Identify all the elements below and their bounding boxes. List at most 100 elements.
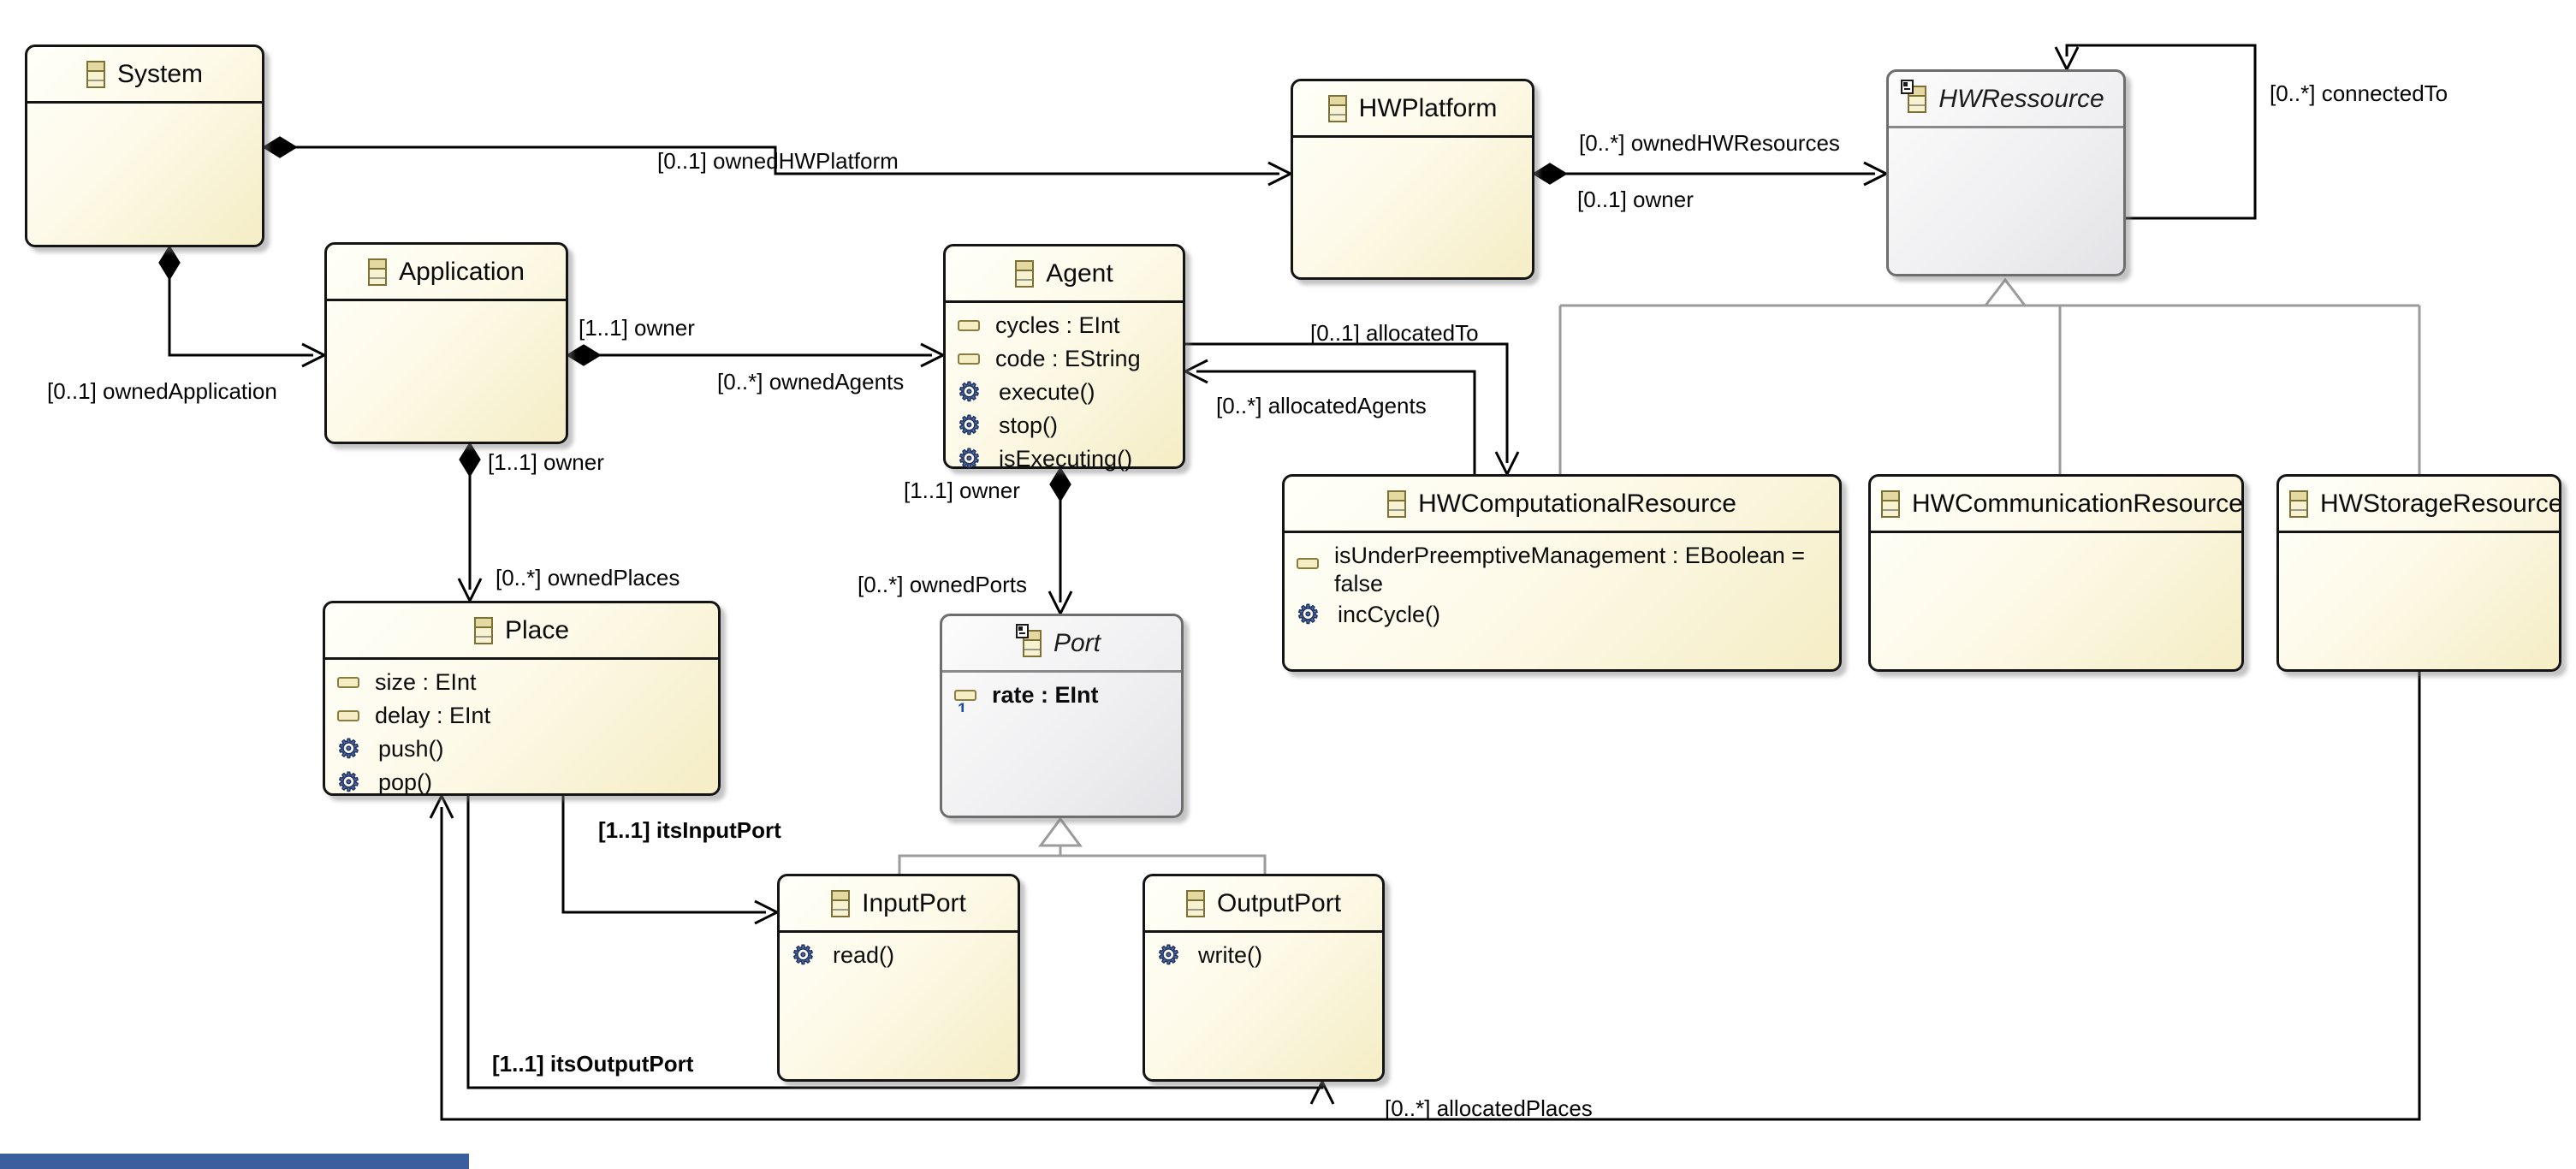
class-hwplatform[interactable]: HWPlatform	[1291, 79, 1534, 280]
edge-ownedAgents[interactable]	[566, 342, 947, 368]
attribute-row[interactable]: size : EInt	[325, 666, 718, 699]
edge-ownedPlaces[interactable]	[457, 442, 483, 604]
class-inputport[interactable]: InputPort ⚙read()	[777, 874, 1020, 1082]
operation-row[interactable]: ⚙isExecuting()	[957, 444, 1133, 473]
operation-row[interactable]: ⚙read()	[791, 941, 895, 970]
class-body: ⚙write()	[1145, 933, 1382, 972]
edge-allocatedPlaces[interactable]	[429, 672, 2421, 1121]
class-title-bar: HWPlatform	[1293, 81, 1532, 138]
edge-itsInputPort[interactable]	[561, 796, 781, 925]
edge-label-connectedTo[interactable]: [0..*] connectedTo	[2270, 80, 2448, 106]
class-hwressource[interactable]: HWRessource	[1886, 69, 2126, 276]
edge-label-allocatedAgents[interactable]: [0..*] allocatedAgents	[1216, 393, 1427, 418]
operation-gear-icon: ⚙	[336, 734, 360, 763]
class-body	[327, 301, 566, 307]
class-icon	[1015, 259, 1035, 288]
edge-label-ownedHWPlatform[interactable]: [0..1] ownedHWPlatform	[657, 148, 899, 174]
attribute-icon	[1297, 558, 1319, 569]
class-agent[interactable]: Agent cycles : EInt code : EString ⚙exec…	[943, 244, 1185, 472]
class-name: HWRessource	[1938, 84, 2104, 113]
edge-label-ownedPorts[interactable]: [0..*] ownedPorts	[858, 572, 1027, 597]
attribute-icon	[958, 353, 980, 365]
abstract-marker-icon	[1015, 623, 1029, 638]
class-body	[1293, 138, 1532, 144]
class-body	[1871, 533, 2241, 539]
class-name: Application	[399, 257, 525, 286]
edge-itsOutputPort[interactable]	[466, 796, 1335, 1105]
edge-ownedPorts[interactable]	[1048, 466, 1073, 617]
class-system[interactable]: System	[25, 45, 264, 247]
operation-gear-icon: ⚙	[336, 768, 360, 797]
edge-label-itsInputPort[interactable]: [1..1] itsInputPort	[598, 817, 781, 843]
operation-row[interactable]: ⚙incCycle()	[1296, 600, 1441, 629]
generalization-port-tree[interactable]	[898, 816, 1267, 874]
generalization-triangle	[1038, 816, 1083, 847]
class-icon	[1185, 889, 1205, 917]
class-title-bar: OutputPort	[1145, 876, 1382, 933]
edge-label-allocatedTo[interactable]: [0..1] allocatedTo	[1310, 320, 1479, 346]
abstract-marker-icon	[1901, 79, 1914, 94]
class-title-bar: Application	[327, 245, 566, 301]
attribute-icon	[337, 710, 359, 721]
attribute-row[interactable]: cycles : EInt	[946, 309, 1183, 342]
operation-row[interactable]: ⚙execute()	[957, 377, 1095, 406]
class-hwcommunicationresource[interactable]: HWCommunicationResource	[1868, 474, 2244, 672]
containment-diamond	[158, 245, 181, 281]
operation-row[interactable]: ⚙stop()	[957, 411, 1059, 440]
class-hwstorageresource[interactable]: HWStorageResource	[2276, 474, 2561, 672]
open-arrowhead	[1309, 1078, 1335, 1105]
edge-label-agent-owner[interactable]: [1..1] owner	[579, 315, 695, 341]
generalization-hwressource-tree[interactable]	[1558, 277, 2421, 474]
edge-label-port-owner[interactable]: [1..1] owner	[904, 478, 1020, 503]
class-outputport[interactable]: OutputPort ⚙write()	[1143, 874, 1385, 1082]
open-arrowhead	[1182, 359, 1208, 384]
class-icon	[1387, 490, 1407, 518]
operation-gear-icon: ⚙	[791, 941, 815, 970]
operation-gear-icon: ⚙	[957, 444, 981, 473]
edge-label-ownedHWResources[interactable]: [0..*] ownedHWResources	[1579, 130, 1840, 156]
class-body	[27, 104, 262, 110]
attribute-row[interactable]: code : EString	[946, 342, 1183, 376]
class-name: Place	[504, 615, 570, 644]
operation-row[interactable]: ⚙pop()	[336, 768, 433, 797]
operation-gear-icon: ⚙	[957, 411, 981, 440]
class-name: InputPort	[862, 888, 966, 917]
abstract-class-icon	[1015, 623, 1042, 657]
class-title-bar: HWComputationalResource	[1285, 477, 1839, 533]
edge-label-ownedPlaces[interactable]: [0..*] ownedPlaces	[496, 565, 680, 590]
edge-label-allocatedPlaces[interactable]: [0..*] allocatedPlaces	[1385, 1095, 1593, 1121]
operation-row[interactable]: ⚙write()	[1156, 941, 1262, 970]
edge-ownedApplication[interactable]	[158, 245, 328, 368]
class-title-bar: Place	[325, 603, 718, 660]
operation-gear-icon: ⚙	[957, 377, 981, 406]
edge-label-ownedApplication[interactable]: [0..1] ownedApplication	[47, 378, 277, 404]
operation-row[interactable]: ⚙push()	[336, 734, 444, 763]
bottom-blue-strip	[0, 1154, 469, 1169]
class-name: HWStorageResource	[2320, 489, 2559, 518]
edge-label-hw-owner[interactable]: [0..1] owner	[1577, 187, 1694, 212]
class-name: HWCommunicationResource	[1912, 489, 2241, 518]
class-title-bar: InputPort	[780, 876, 1018, 933]
class-application[interactable]: Application	[324, 242, 568, 444]
class-title-bar: System	[27, 47, 262, 104]
edge-label-place-owner[interactable]: [1..1] owner	[488, 449, 604, 475]
generalization-triangle	[1982, 277, 2028, 307]
edge-ownedHWPlatform[interactable]	[262, 136, 1294, 187]
attribute-row[interactable]: isUnderPreemptiveManagement : EBoolean =…	[1285, 539, 1839, 598]
class-title-bar: Port	[942, 616, 1181, 673]
class-hwcomputationalresource[interactable]: HWComputationalResource isUnderPreemptiv…	[1282, 474, 1842, 672]
edge-label-ownedAgents[interactable]: [0..*] ownedAgents	[717, 369, 905, 395]
containment-diamond	[1532, 163, 1568, 185]
edge-allocatedAgents[interactable]	[1182, 359, 1476, 474]
edge-label-itsOutputPort[interactable]: [1..1] itsOutputPort	[492, 1051, 694, 1077]
attribute-icon	[337, 677, 359, 688]
class-body	[1889, 128, 2123, 134]
edge-ownedHWResources[interactable]	[1532, 161, 1890, 187]
class-place[interactable]: Place size : EInt delay : EInt ⚙push() ⚙…	[323, 601, 721, 796]
class-icon	[831, 889, 851, 917]
attribute-row[interactable]: delay : EInt	[325, 699, 718, 733]
attribute-with-1-icon: 1	[954, 690, 976, 712]
